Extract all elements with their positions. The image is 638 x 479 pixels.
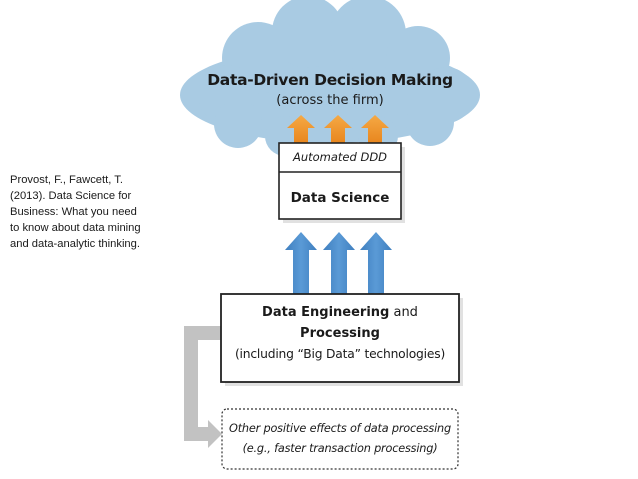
automated-ddd-label: Automated DDD bbox=[292, 150, 388, 164]
orange-arrow-icon bbox=[324, 115, 352, 143]
gray-connector bbox=[184, 326, 222, 448]
blue-arrow-icon bbox=[323, 232, 355, 294]
citation-line: Business: What you need bbox=[10, 206, 137, 218]
decision-cloud bbox=[180, 0, 480, 156]
data-engineering-bold: Data Engineering bbox=[262, 305, 390, 320]
data-engineering-and: and bbox=[389, 305, 418, 320]
data-engineering-line2: Processing bbox=[300, 326, 380, 341]
citation-line: to know about data mining bbox=[10, 222, 141, 234]
other-effects-box bbox=[221, 408, 459, 470]
citation-line: and data-analytic thinking. bbox=[10, 238, 140, 250]
data-engineering-line3: (including “Big Data” technologies) bbox=[234, 347, 446, 361]
citation: Provost, F., Fawcett, T. (2013). Data Sc… bbox=[10, 172, 170, 252]
other-effects-line1: Other positive effects of data processin… bbox=[229, 422, 451, 435]
data-science-box bbox=[278, 142, 405, 223]
citation-line: Provost, F., Fawcett, T. bbox=[10, 174, 123, 186]
blue-arrows bbox=[285, 232, 392, 294]
citation-line: (2013). Data Science for bbox=[10, 190, 132, 202]
data-engineering-line1: Data Engineering and bbox=[221, 305, 459, 320]
data-science-label: Data Science bbox=[290, 190, 390, 206]
orange-arrow-icon bbox=[361, 115, 389, 143]
cloud-subtitle: (across the firm) bbox=[276, 93, 384, 108]
gray-arrow-icon bbox=[208, 420, 222, 448]
other-effects-line2: (e.g., faster transaction processing) bbox=[242, 442, 438, 455]
orange-arrows bbox=[287, 115, 389, 143]
orange-arrow-icon bbox=[287, 115, 315, 143]
blue-arrow-icon bbox=[360, 232, 392, 294]
cloud-title: Data-Driven Decision Making bbox=[207, 71, 453, 89]
data-engineering-box bbox=[220, 293, 463, 386]
blue-arrow-icon bbox=[285, 232, 317, 294]
